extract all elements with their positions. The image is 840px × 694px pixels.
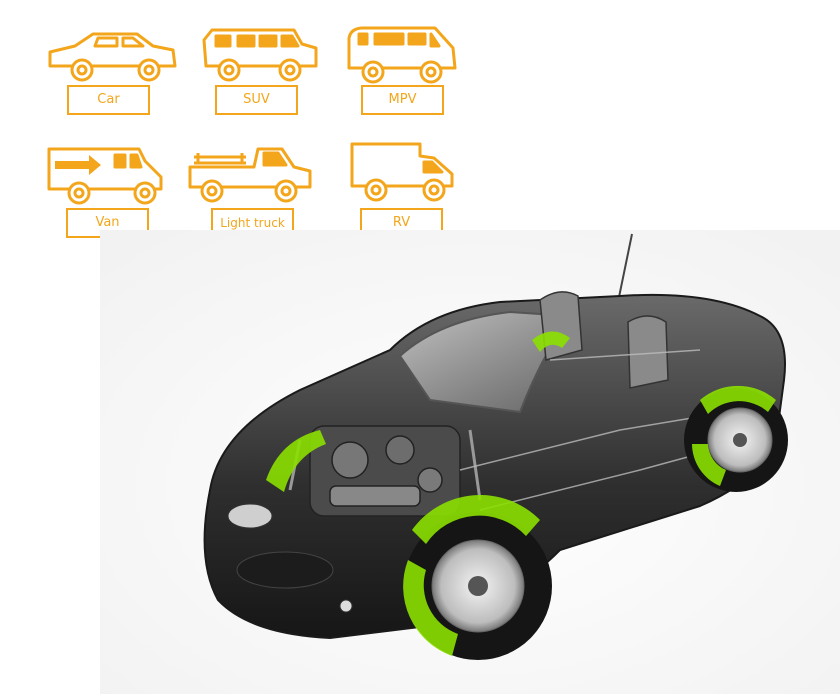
headlight-left (227, 503, 273, 529)
vehicle-type-van: Van (45, 145, 165, 240)
van-icon (47, 147, 163, 205)
front-arch-highlight (266, 430, 326, 492)
front-wheel (403, 495, 552, 660)
grille (236, 551, 334, 589)
vehicle-type-suv: SUV (198, 26, 322, 118)
suv-label: SUV (215, 85, 298, 115)
rear-wheel (684, 385, 788, 492)
suv-icon (202, 28, 318, 82)
mpv-label: MPV (361, 85, 444, 115)
fog-light (339, 599, 353, 613)
light-truck-icon (188, 147, 312, 203)
car-icon (48, 32, 177, 82)
vehicle-type-mpv: MPV (345, 24, 460, 118)
vehicle-type-light-truck: Light truck (186, 143, 314, 240)
rear-inner-highlight (532, 331, 570, 352)
vehicle-type-car: Car (45, 28, 180, 118)
mpv-icon (347, 26, 457, 84)
rv-icon (350, 142, 454, 202)
seat-rear (539, 291, 583, 361)
seat-front (627, 315, 669, 389)
antenna (617, 233, 633, 303)
cutaway-car-image (100, 230, 840, 694)
engine-bay (288, 425, 482, 517)
car-label: Car (67, 85, 150, 115)
vehicle-type-rv: RV (348, 140, 456, 240)
